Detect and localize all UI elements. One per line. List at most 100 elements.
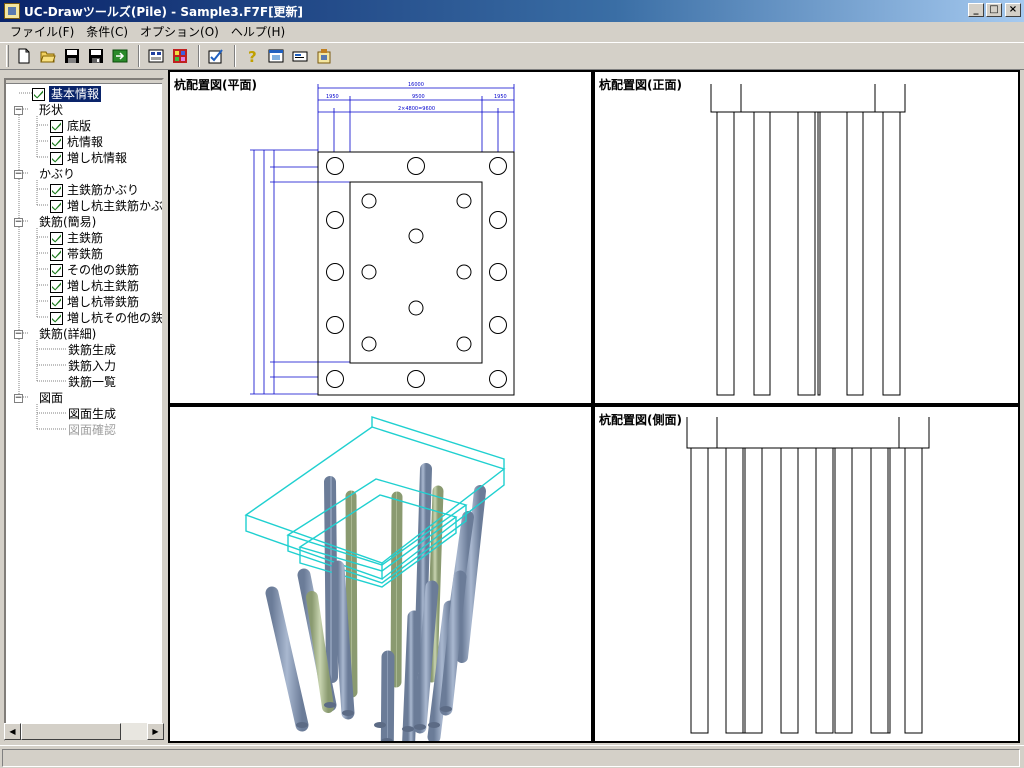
collapse-icon[interactable]: − xyxy=(14,328,23,339)
app-icon[interactable] xyxy=(4,3,20,19)
tree-item-label: 杭情報 xyxy=(67,135,104,149)
open-folder-icon[interactable] xyxy=(37,45,59,67)
tree-item-other-rebar[interactable]: その他の鉄筋 xyxy=(50,262,139,278)
checkbox-main-rebar-cover[interactable] xyxy=(50,183,63,197)
tree-item-drawing-check: 図面確認 xyxy=(68,422,116,438)
table-grid-icon[interactable] xyxy=(169,45,191,67)
tree-item-drawing-generate[interactable]: 図面生成 xyxy=(68,406,116,422)
side-cap xyxy=(686,417,930,449)
svg-text:16000: 16000 xyxy=(408,82,424,88)
checkbox-other-rebar[interactable] xyxy=(50,263,63,277)
collapse-icon[interactable]: − xyxy=(14,392,23,403)
window-title: UC-Drawツールズ(Pile) - Sample3.F7F[更新] xyxy=(24,4,304,19)
iso-view-pane[interactable] xyxy=(170,407,591,741)
tree-item-label: その他の鉄筋 xyxy=(67,263,140,277)
tree-item-label: 鉄筋一覧 xyxy=(68,375,117,389)
tree-item-drawing[interactable]: − 図面 xyxy=(14,390,63,406)
tree-item-added-pile-main-rebar-cover[interactable]: 増し杭主鉄筋かぶり xyxy=(50,198,164,214)
save-as-icon[interactable] xyxy=(85,45,107,67)
svg-text:?: ? xyxy=(248,48,257,64)
checkbox-added-pile-hoop-rebar[interactable] xyxy=(50,295,63,309)
maximize-button[interactable]: □ xyxy=(986,3,1002,17)
checkbox-added-pile-main-rebar[interactable] xyxy=(50,279,63,293)
checkbox-added-pile-main-rebar-cover[interactable] xyxy=(50,199,63,213)
checkbox-main-rebar[interactable] xyxy=(50,231,63,245)
tree-horizontal-scrollbar[interactable]: ◀ ▶ xyxy=(4,723,164,740)
scroll-left-arrow-icon[interactable]: ◀ xyxy=(4,723,21,740)
card-icon[interactable] xyxy=(289,45,311,67)
tree-item-rebar-generate[interactable]: 鉄筋生成 xyxy=(68,342,116,358)
close-button[interactable]: × xyxy=(1005,3,1021,17)
tree-item-basic-info[interactable]: 基本情報 xyxy=(32,86,102,102)
tree-item-label: 帯鉄筋 xyxy=(67,247,104,261)
tree-item-rebar-detail[interactable]: − 鉄筋(詳細) xyxy=(14,326,96,342)
minimize-button[interactable]: _ xyxy=(968,3,984,17)
plan-view-title: 杭配置図(平面) xyxy=(174,78,257,92)
export-icon[interactable] xyxy=(109,45,131,67)
checkbox-pile-info[interactable] xyxy=(50,135,63,149)
tree-item-cover[interactable]: − かぶり xyxy=(14,166,75,182)
menu-options[interactable]: オプション(O) xyxy=(140,25,219,39)
checkbox-hoop-rebar[interactable] xyxy=(50,247,63,261)
front-view-pane[interactable]: 杭配置図(正面) xyxy=(595,72,1018,403)
title-bar[interactable]: UC-Drawツールズ(Pile) - Sample3.F7F[更新] _ □ … xyxy=(0,0,1024,22)
tree-item-added-pile-info[interactable]: 増し杭情報 xyxy=(50,150,127,166)
checkbox-added-pile-info[interactable] xyxy=(50,151,63,165)
menu-file[interactable]: ファイル(F) xyxy=(10,25,75,39)
tree-item-pile-info[interactable]: 杭情報 xyxy=(50,134,103,150)
tree-panel[interactable]: 基本情報 − 形状 底版 杭情報 増し杭情報 − かぶり xyxy=(4,78,164,741)
side-piles xyxy=(690,447,923,734)
checkbox-added-pile-other-rebar[interactable] xyxy=(50,311,63,325)
plan-piles xyxy=(326,157,507,388)
save-icon[interactable] xyxy=(61,45,83,67)
layout-icon[interactable] xyxy=(145,45,167,67)
collapse-icon[interactable]: − xyxy=(14,216,23,227)
tree-item-label: 鉄筋生成 xyxy=(68,343,117,357)
tree-item-rebar-simple[interactable]: − 鉄筋(簡易) xyxy=(14,214,96,230)
tree-item-main-rebar-cover[interactable]: 主鉄筋かぶり xyxy=(50,182,139,198)
iso-piles-front xyxy=(265,560,467,741)
checkbox-base-slab[interactable] xyxy=(50,119,63,133)
scroll-right-arrow-icon[interactable]: ▶ xyxy=(147,723,164,740)
tree-item-main-rebar[interactable]: 主鉄筋 xyxy=(50,230,103,246)
status-bar xyxy=(0,745,1024,768)
iso-pile-bottoms xyxy=(296,702,452,741)
tree-item-added-pile-hoop-rebar[interactable]: 増し杭帯鉄筋 xyxy=(50,294,139,310)
scroll-track[interactable] xyxy=(121,723,147,740)
tree-item-label: 増し杭その他の鉄筋 xyxy=(67,311,164,325)
about-icon[interactable] xyxy=(313,45,335,67)
tree-item-label: 図面生成 xyxy=(68,407,117,421)
edit-check-icon[interactable] xyxy=(205,45,227,67)
window-icon[interactable] xyxy=(265,45,287,67)
collapse-icon[interactable]: − xyxy=(14,168,23,179)
tree-item-shape[interactable]: − 形状 xyxy=(14,102,63,118)
checkbox-basic-info[interactable] xyxy=(32,87,45,101)
scroll-thumb[interactable] xyxy=(21,723,121,740)
new-file-icon[interactable] xyxy=(13,45,35,67)
tree-item-label: 形状 xyxy=(39,103,64,117)
tree-header xyxy=(6,80,162,84)
menu-help[interactable]: ヘルプ(H) xyxy=(230,25,286,39)
help-icon[interactable]: ? xyxy=(241,45,263,67)
svg-text:1950: 1950 xyxy=(326,94,339,100)
front-drawing xyxy=(710,84,906,396)
tree-item-rebar-list[interactable]: 鉄筋一覧 xyxy=(68,374,116,390)
collapse-icon[interactable]: − xyxy=(14,104,23,115)
tree-item-label: 増し杭主鉄筋かぶり xyxy=(67,199,164,213)
tree-item-added-pile-other-rebar[interactable]: 増し杭その他の鉄筋 xyxy=(50,310,164,326)
tree-item-rebar-input[interactable]: 鉄筋入力 xyxy=(68,358,116,374)
toolbar-grip[interactable] xyxy=(6,45,9,67)
menu-conditions[interactable]: 条件(C) xyxy=(86,25,129,39)
tree-item-added-pile-main-rebar[interactable]: 増し杭主鉄筋 xyxy=(50,278,139,294)
side-view-pane[interactable]: 杭配置図(側面) xyxy=(595,407,1018,741)
tree-item-label: 増し杭帯鉄筋 xyxy=(67,295,140,309)
plan-added-pile-area xyxy=(349,181,483,364)
tree-item-base-slab[interactable]: 底版 xyxy=(50,118,91,134)
tree-item-label: 基本情報 xyxy=(49,86,102,102)
tree-item-hoop-rebar[interactable]: 帯鉄筋 xyxy=(50,246,103,262)
plan-dimensions xyxy=(250,84,515,395)
